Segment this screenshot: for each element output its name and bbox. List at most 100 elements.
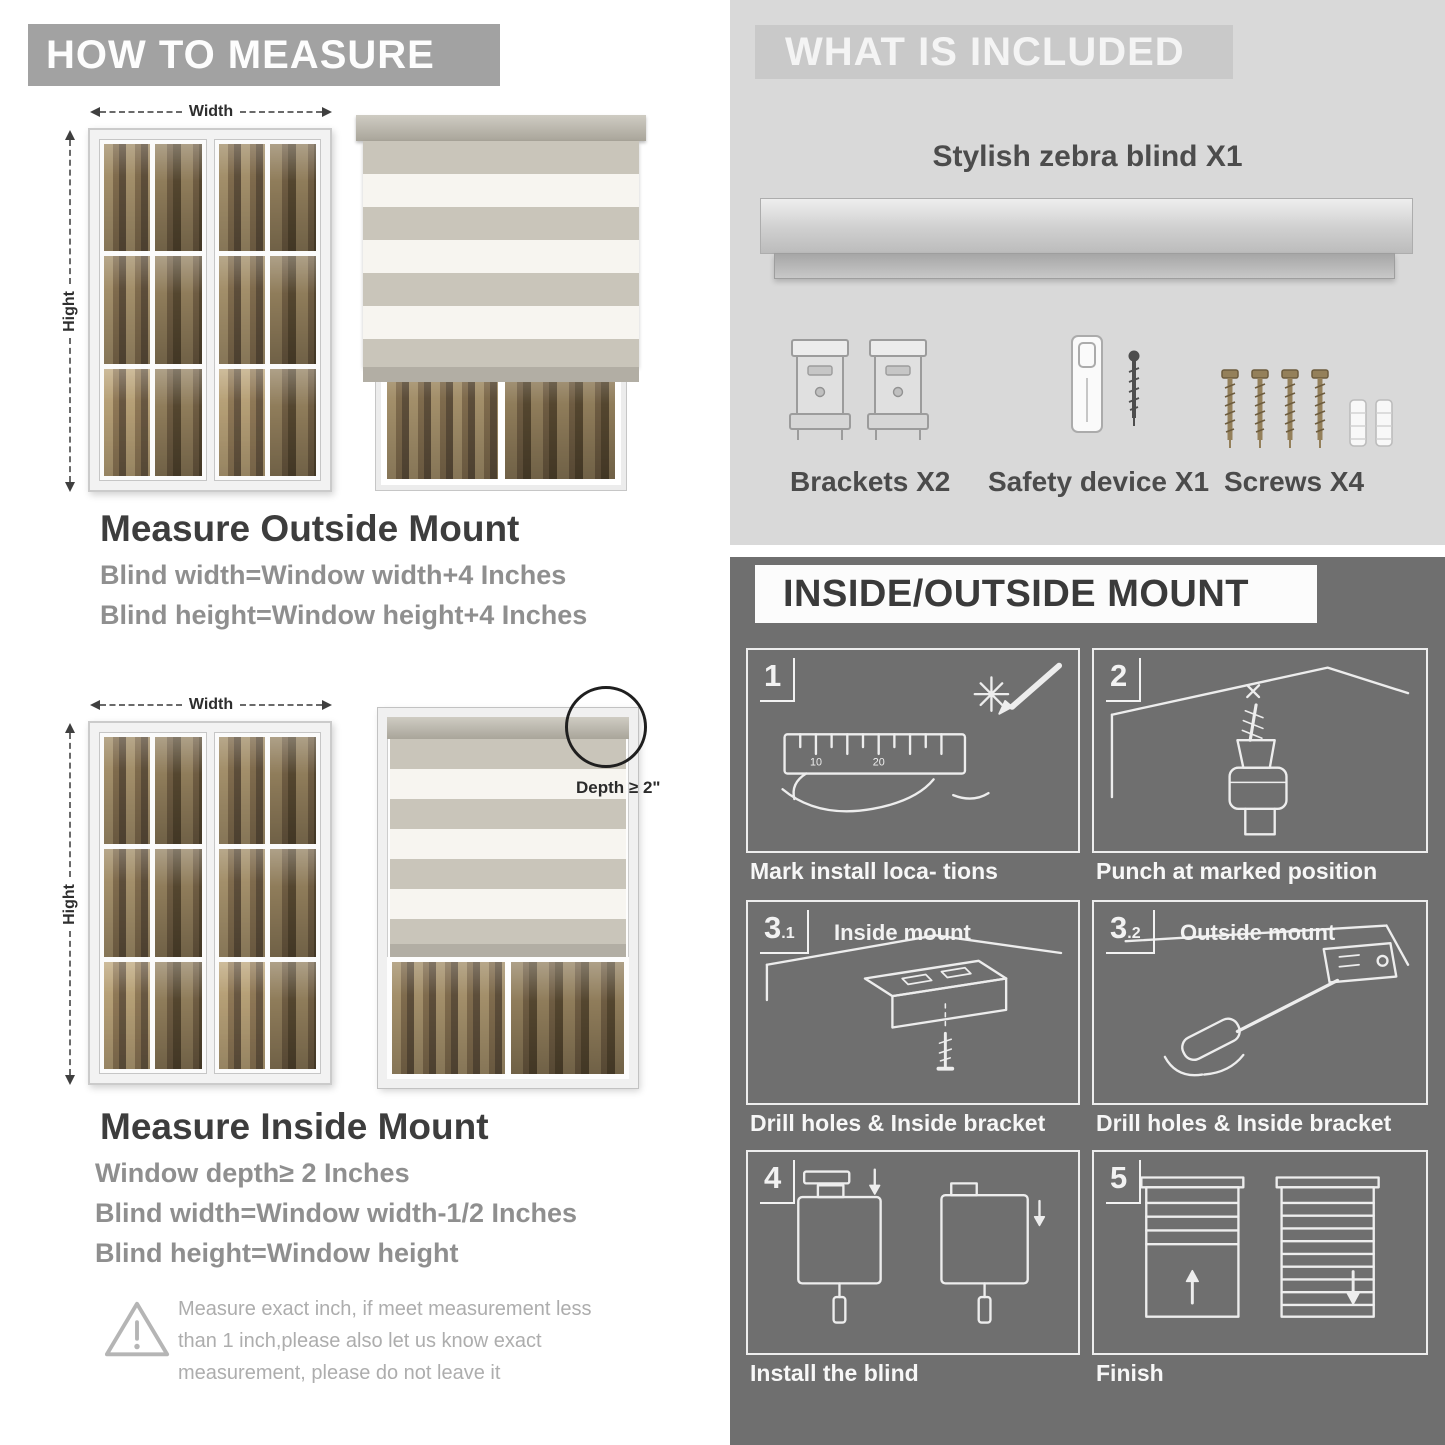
zebra-fabric [390,739,626,944]
included-section: WHAT IS INCLUDED Stylish zebra blind X1 [730,0,1445,545]
how-to-measure-banner: HOW TO MEASURE [28,24,500,86]
height-dimension: Hight [60,130,80,492]
window-pane [104,368,151,476]
step-number: 5 [1106,1160,1142,1204]
step-caption: Install the blind [750,1360,919,1386]
outside-bracket-art [1124,924,1410,1077]
width-label: Width [188,696,234,713]
step-number: 4 [760,1160,796,1204]
headrail-illustration [760,198,1413,279]
inside-bracket-art [765,934,1063,1071]
drill-art [1110,666,1410,836]
step-inline-label: Outside mount [1180,920,1336,945]
step-panel-3-1: 3.1 Inside mount [746,900,1080,1105]
measure-outside-line: Blind height=Window height+4 Inches [100,600,588,630]
arrow-down-icon [65,1075,75,1085]
window-pane [504,364,615,479]
window-sash [213,139,321,481]
window-pane [218,737,265,845]
svg-text:10: 10 [810,757,822,769]
depth-callout-label: Depth ≥ 2" [576,778,661,797]
arrow-up-icon [65,130,75,140]
step-panel-5: 5 [1092,1150,1428,1355]
included-banner: WHAT IS INCLUDED [755,25,1233,79]
window-pane [104,256,151,364]
step-panel-1: 10 20 1 [746,648,1080,853]
window-pane [155,849,202,957]
step-caption: Finish [1096,1360,1164,1386]
arrow-up-icon [65,723,75,733]
warning-icon [104,1301,170,1357]
step-caption: Punch at marked position [1096,858,1378,884]
depth-callout-circle [565,686,647,768]
step-number: 2 [1106,658,1142,702]
measure-inside-line: Blind width=Window width-1/2 Inches [95,1198,578,1228]
window-frame [377,707,639,1089]
item-label-screws: Screws X4 [1224,466,1365,497]
measure-outside-line: Blind width=Window width+4 Inches [100,560,567,590]
window-pane [155,961,202,1069]
window-pane [269,737,316,845]
window-frame [88,721,332,1085]
finish-art [1140,1176,1380,1318]
window-pane [218,256,265,364]
window-pane [218,961,265,1069]
install-blind-art [797,1168,1046,1324]
zebra-fabric [363,141,639,367]
window-pane [269,256,316,364]
step-caption: Drill holes & Inside bracket [1096,1110,1392,1136]
measure-inside-line: Window depth≥ 2 Inches [95,1158,410,1188]
window-sash [99,139,207,481]
window-frame [88,128,332,492]
arrow-down-icon [65,482,75,492]
blind-bottom-rail [363,367,639,382]
safety-device-illustration [1071,335,1140,433]
window-pane [269,144,316,252]
screws-illustration [1216,364,1393,456]
measure-outside-title: Measure Outside Mount [100,508,520,549]
height-label: Hight [61,883,78,925]
window-pane [104,144,151,252]
headrail-lip [774,253,1395,279]
arrow-left-icon [90,107,100,117]
window-pane [392,962,505,1074]
mount-banner: INSIDE/OUTSIDE MOUNT [755,565,1317,623]
step-inline-label: Inside mount [834,920,971,945]
height-dimension: Hight [60,723,80,1085]
window-pane [104,961,151,1069]
width-dimension: Width [90,102,332,122]
blind-diagram-outside [356,115,646,491]
step-caption: Drill holes & Inside bracket [750,1110,1046,1136]
step-panel-3-2: 3.2 Outside mount [1092,900,1428,1105]
step-panel-2: 2 [1092,648,1428,853]
window-pane [155,368,202,476]
item-label-brackets: Brackets X2 [790,466,951,497]
arrow-right-icon [322,700,332,710]
blind-headrail [356,115,646,141]
warning-note: Measure exact inch, if meet measurement … [178,1298,592,1384]
headrail-bar [760,198,1413,254]
step-panel-4: 4 [746,1150,1080,1355]
height-label: Hight [61,290,78,332]
window-pane [155,256,202,364]
step-number: 1 [760,658,796,702]
window-sash [99,732,207,1074]
measure-inside-line: Blind height=Window height [95,1238,459,1268]
window-pane [218,144,265,252]
product-label: Stylish zebra blind X1 [932,140,1243,173]
window-pane [104,737,151,845]
window-pane [387,364,498,479]
blind-diagram-inside: Depth ≥ 2" [377,686,660,1089]
width-dimension: Width [90,695,332,715]
item-label-safety: Safety device X1 [988,466,1210,497]
width-label: Width [188,103,234,120]
window-diagram-outside: Width Hight [60,102,332,492]
window-pane [104,849,151,957]
step-caption: Mark install loca- tions [750,858,998,884]
blind-bottom-rail [390,944,626,957]
window-pane [218,368,265,476]
window-pane [511,962,624,1074]
step-number: 3.2 [1106,910,1155,954]
ruler-pencil-art: 10 20 [781,662,1063,813]
